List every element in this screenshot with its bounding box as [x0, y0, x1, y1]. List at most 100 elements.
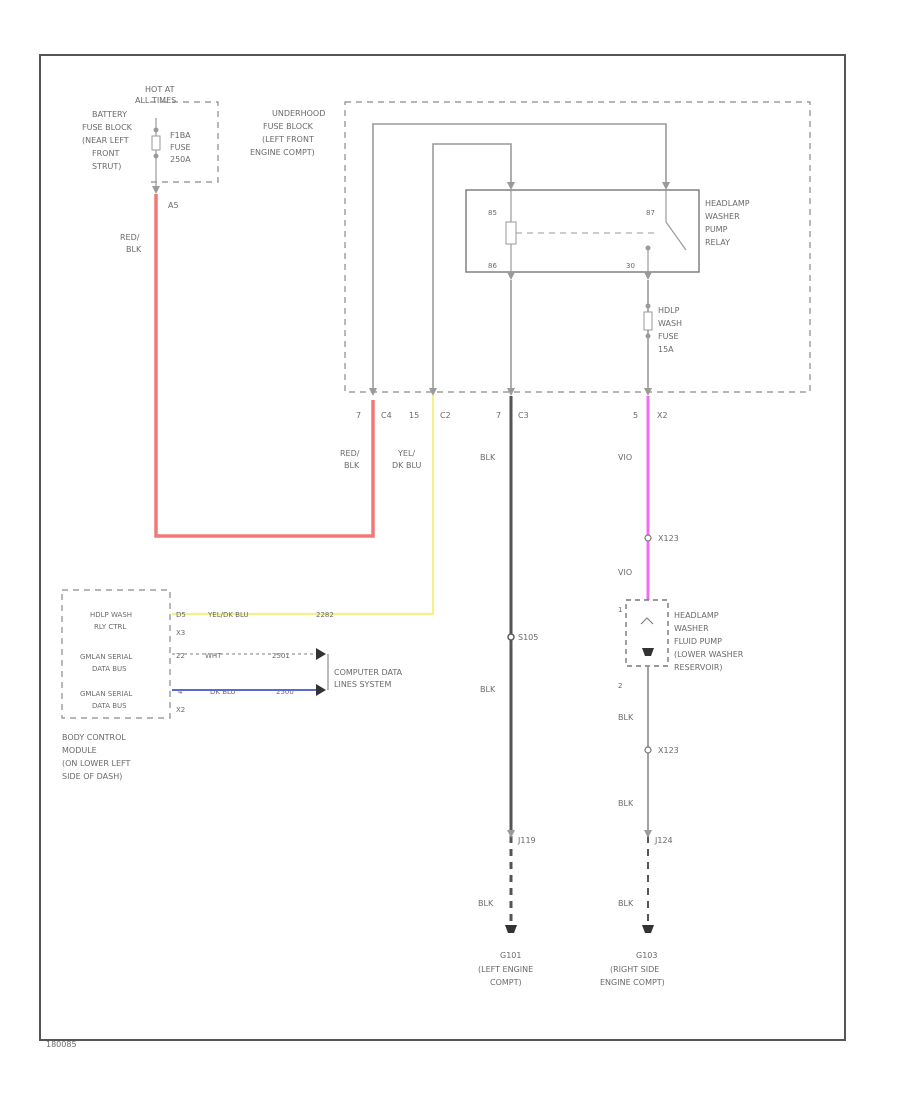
computer-data-lines-label-2: LINES SYSTEM	[334, 680, 391, 689]
underhood-label: UNDERHOOD	[272, 109, 325, 118]
pump-label-5: RESERVOIR)	[674, 663, 723, 672]
ground-g101-id: G101	[500, 951, 521, 960]
relay-label-3: PUMP	[705, 225, 728, 234]
control-wire-label-2: DK BLU	[392, 461, 421, 470]
all-times-label: ALL TIMES	[135, 96, 176, 105]
near-left-label: (NEAR LEFT	[82, 136, 129, 145]
relay-pin-85: 85	[488, 209, 497, 217]
pump-body	[625, 599, 669, 667]
relay-coil	[505, 221, 517, 245]
pump-label-1: HEADLAMP	[674, 611, 719, 620]
pump-pin-bottom: 2	[618, 682, 622, 690]
body-control-module: HDLP WASH RLY CTRL D5 X3 YEL/DK BLU 2282…	[61, 589, 403, 781]
x2-pin: 5	[633, 411, 638, 420]
bcm-location-4: SIDE OF DASH)	[62, 772, 122, 781]
pump-ground-wire-label-2: BLK	[618, 799, 634, 808]
pump-feed-wire-label-2: VIO	[618, 568, 632, 577]
c2-conn: C2	[440, 411, 451, 420]
pump-pin-top: 1	[618, 606, 622, 614]
fuse-rating-label: 250A	[170, 155, 191, 164]
connector-c2-terminal	[429, 388, 437, 396]
relay-ground-wire-label-2: BLK	[480, 685, 496, 694]
j124-label: J124	[654, 836, 673, 845]
relay-label-2: WASHER	[705, 212, 740, 221]
hdlp-fuse-label-3: FUSE	[658, 332, 679, 341]
bcm-row2-wire: WHT	[205, 652, 222, 660]
relay-pin-87: 87	[646, 209, 655, 217]
bcm-location-3: (ON LOWER LEFT	[62, 759, 130, 768]
pump-feed-wire-label: VIO	[618, 453, 632, 462]
bcm-location-1: BODY CONTROL	[62, 733, 126, 742]
connector-x2-terminal	[644, 388, 652, 396]
c3-pin: 7	[496, 411, 501, 420]
internal-control-wire	[432, 143, 512, 392]
relay-splice-label: S105	[518, 633, 538, 642]
relay-label-1: HEADLAMP	[705, 199, 750, 208]
bcm-row2-label: GMLAN SERIAL	[80, 653, 132, 661]
hdlp-wash-fuse-top	[645, 303, 651, 309]
ground-g103-line-1: (RIGHT SIDE	[610, 965, 659, 974]
headlamp-washer-pump-relay	[465, 189, 700, 273]
underhood-left-front-label: (LEFT FRONT	[262, 135, 314, 144]
battery-fuse-block: HOT AT ALL TIMES BATTERY FUSE BLOCK (NEA…	[82, 85, 219, 210]
relay-pin-30: 30	[626, 262, 635, 270]
red-blk-feed-wire	[154, 194, 375, 538]
diagram-frame	[39, 54, 846, 1041]
ground-g101-symbol	[505, 925, 517, 933]
ground-g101-line-1: (LEFT ENGINE	[478, 965, 533, 974]
bcm-row3-conn: X2	[176, 706, 185, 714]
ground-g101-line-2: COMPT)	[490, 978, 522, 987]
pump-feed-conn-label: X123	[658, 534, 679, 543]
c4-conn: C4	[381, 411, 392, 420]
j124-terminal	[644, 830, 652, 838]
c3-conn: C3	[518, 411, 529, 420]
j119-label: J119	[517, 836, 536, 845]
relay-label-4: RELAY	[705, 238, 730, 247]
pump-label-3: FLUID PUMP	[674, 637, 722, 646]
battery-pin-a5: A5	[168, 201, 179, 210]
relay-pin-87-terminal	[662, 182, 670, 190]
bcm-row1-label2: RLY CTRL	[94, 623, 126, 631]
bcm-row1-wire: YEL/DK BLU	[207, 611, 249, 619]
hdlp-wash-fuse-bottom	[645, 333, 651, 339]
battery-connector-a5	[152, 186, 160, 194]
bcm-row1-conn: X3	[176, 629, 185, 637]
bcm-row3-pin: 4	[178, 688, 183, 696]
ground-g103-id: G103	[636, 951, 657, 960]
relay-feed-wire-label-1: RED/	[340, 449, 360, 458]
c2-pin: 15	[409, 411, 419, 420]
relay-feed-wire-label-2: BLK	[344, 461, 360, 470]
wht-data-arrow	[316, 648, 326, 660]
pump-ground-wire-label: BLK	[618, 713, 634, 722]
bcm-row3-circuit: 2500	[276, 688, 294, 696]
hot-at-label: HOT AT	[145, 85, 175, 94]
relay-pin-85-terminal	[507, 182, 515, 190]
bcm-row2-label2: DATA BUS	[92, 665, 127, 673]
bcm-row1-label: HDLP WASH	[90, 611, 132, 619]
pump-motor-symbol	[640, 617, 654, 625]
bcm-location-2: MODULE	[62, 746, 97, 755]
bcm-row1-circuit: 2282	[316, 611, 334, 619]
relay-ground-wire-label: BLK	[480, 453, 496, 462]
fuse-id-label: F1BA	[170, 131, 191, 140]
ground-g103-symbol	[642, 925, 654, 933]
battery-label: BATTERY	[92, 110, 127, 119]
pump-ground-conn-x123	[644, 746, 652, 754]
fuse-word-label: FUSE	[170, 143, 191, 152]
underhood-fuse-block-outline	[344, 101, 811, 393]
relay-ground-wire-label-3: BLK	[478, 899, 494, 908]
bcm-row2-circuit: 2501	[272, 652, 290, 660]
pump-ground-wire-label-3: BLK	[618, 899, 634, 908]
pump-feed-conn-x123	[644, 534, 652, 542]
x2-conn: X2	[657, 411, 668, 420]
j119-terminal	[507, 830, 515, 838]
battery-fuse-body	[151, 135, 161, 151]
yel-dk-blu-control-wire	[172, 396, 435, 616]
battery-feed-wire-label-1: RED/	[120, 233, 140, 242]
relay-pin-86-terminal	[507, 272, 515, 280]
headlamp-washer-fluid-pump: 1 HEADLAMP WASHER FLUID PUMP (LOWER WASH…	[618, 599, 744, 690]
hdlp-wash-fuse-body	[643, 311, 653, 331]
battery-fuse-bottom-terminal	[153, 153, 159, 159]
bcm-row2-pin: 22	[176, 652, 185, 660]
